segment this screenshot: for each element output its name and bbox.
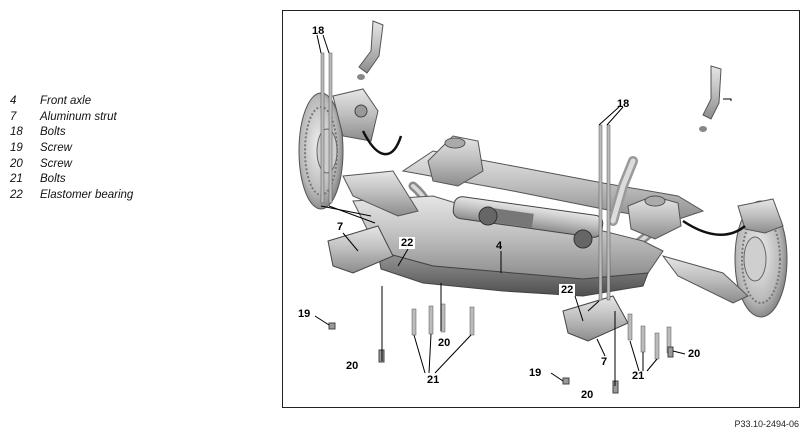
legend-item: 19 Screw (10, 140, 133, 156)
legend-number: 7 (10, 110, 17, 123)
legend-item: 18 Bolts (10, 124, 133, 140)
legend-label: Bolts (40, 173, 66, 186)
right-brake-disc (734, 198, 788, 318)
legend-number: 22 (10, 188, 23, 201)
diagram-frame: 18 18 7 22 4 19 20 20 21 22 7 19 20 21 2… (282, 10, 800, 408)
leader-lines (314, 34, 732, 386)
bolts-21-right (627, 313, 672, 360)
callout-18-top-left: 18 (312, 25, 325, 37)
legend-label: Screw (40, 157, 72, 170)
bolts-21-left (411, 303, 475, 336)
detached-bracket-top-right (699, 65, 722, 132)
engine-mount-left (427, 135, 484, 187)
callout-20-middle: 20 (438, 337, 451, 349)
legend-number: 4 (10, 94, 17, 107)
bolts-18-left (320, 52, 333, 204)
callout-22-right: 22 (559, 284, 576, 296)
front-axle-drawing (298, 20, 788, 394)
callout-7-right: 7 (601, 356, 608, 368)
legend-item: 20 Screw (10, 156, 133, 172)
callout-20-bottom: 20 (581, 389, 594, 401)
legend-label: Bolts (40, 126, 66, 139)
left-brake-hose (361, 130, 403, 156)
left-control-arm (342, 170, 419, 217)
callout-22-left: 22 (399, 237, 416, 249)
callout-20-left: 20 (346, 360, 359, 372)
aluminum-strut-left (327, 225, 394, 274)
bolts-18-right (598, 124, 611, 301)
legend-item: 4 Front axle (10, 93, 133, 109)
steering-shaft (608, 156, 638, 226)
legend-item: 22 Elastomer bearing (10, 187, 133, 203)
legend-number: 19 (10, 141, 23, 154)
screws (328, 322, 674, 394)
detached-bracket-top-left (357, 20, 384, 80)
legend-number: 21 (10, 173, 23, 186)
steering-gear (452, 196, 604, 249)
legend-number: 18 (10, 126, 23, 139)
legend-number: 20 (10, 157, 23, 170)
legend-item: 7 Aluminum strut (10, 109, 133, 125)
legend-item: 21 Bolts (10, 171, 133, 187)
callout-20-right: 20 (688, 348, 701, 360)
callout-21-right: 21 (632, 370, 645, 382)
aluminum-strut-right (562, 295, 629, 342)
callout-7-left: 7 (337, 221, 344, 233)
legend-label: Elastomer bearing (40, 188, 134, 201)
callout-18-right: 18 (617, 98, 630, 110)
legend-label: Screw (40, 141, 72, 154)
callout-21-left: 21 (427, 374, 440, 386)
callout-4: 4 (496, 240, 503, 252)
legend: 4 Front axle 7 Aluminum strut 18 Bolts 1… (10, 93, 133, 203)
callout-19-left: 19 (298, 308, 311, 320)
engine-mount-right (627, 195, 682, 240)
right-brake-hose (682, 219, 746, 236)
figure-id: P33.10-2494-06 (734, 419, 799, 429)
legend-label: Aluminum strut (40, 110, 117, 123)
callout-19-right: 19 (529, 367, 542, 379)
right-control-arm (661, 255, 749, 304)
legend-label: Front axle (40, 94, 92, 107)
